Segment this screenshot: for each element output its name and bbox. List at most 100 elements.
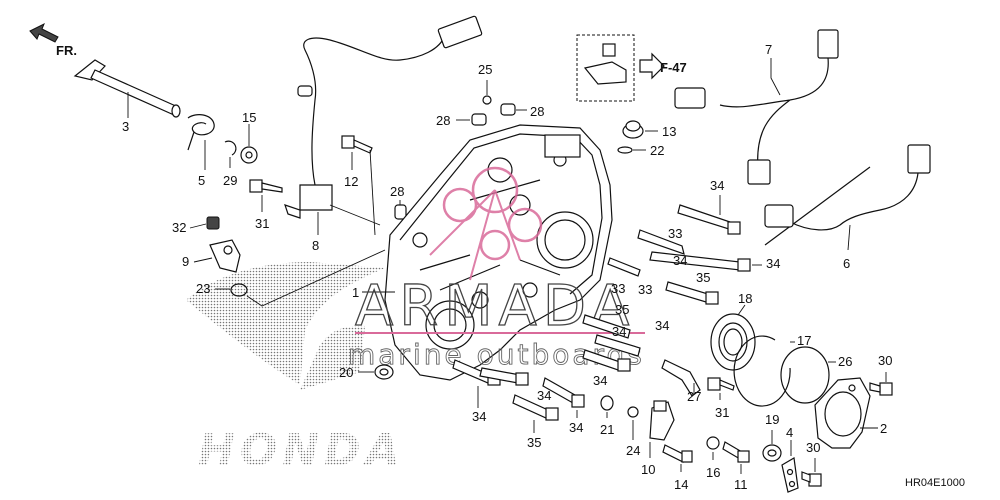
part-20-oil-seal	[374, 364, 394, 380]
callout-34-f: 34	[593, 373, 607, 388]
callout-29: 29	[223, 173, 237, 188]
part-32-bolt	[206, 216, 220, 230]
callout-24: 24	[626, 443, 640, 458]
callout-31-left: 31	[255, 216, 269, 231]
part-4-stay	[781, 457, 799, 493]
part-14-bolt	[662, 444, 693, 463]
callout-3: 3	[122, 119, 129, 134]
callout-33-b: 33	[638, 282, 652, 297]
callout-5: 5	[198, 173, 205, 188]
watermark-logo	[429, 166, 543, 281]
callout-34-h: 34	[472, 409, 486, 424]
callout-34-g: 34	[537, 388, 551, 403]
callout-2: 2	[880, 421, 887, 436]
harness-divider-line	[764, 166, 871, 246]
callout-30-upper: 30	[878, 353, 892, 368]
reference-page-label: F-47	[660, 60, 687, 75]
part-19-oil-seal	[762, 444, 782, 462]
part-23-o-ring	[230, 283, 248, 297]
callout-11: 11	[734, 477, 748, 492]
part-8-gear-position-switch	[284, 15, 483, 219]
callout-27: 27	[687, 389, 701, 404]
callout-34-b: 34	[673, 253, 687, 268]
part-26-o-ring	[780, 346, 830, 404]
callout-28-upper: 28	[530, 104, 544, 119]
part-9-sensor	[209, 239, 241, 273]
callout-4: 4	[786, 425, 793, 440]
callout-34-c: 34	[766, 256, 780, 271]
callout-33-a: 33	[668, 226, 682, 241]
part-30-bolt-upper	[869, 382, 893, 396]
part-15-washer	[240, 146, 258, 164]
part-6-wire-harness	[764, 144, 931, 231]
part-25-pin	[482, 95, 492, 105]
brand-text: HONDA	[198, 425, 405, 476]
bolt-callouts: 34 33 34 34 33 35 33 35 34 34 34 34 34 3…	[472, 178, 780, 450]
callout-35-b: 35	[615, 302, 629, 317]
callout-32: 32	[172, 220, 186, 235]
callout-10: 10	[641, 462, 655, 477]
callout-21: 21	[600, 422, 614, 437]
callout-17: 17	[797, 333, 811, 348]
callout-31-right: 31	[715, 405, 729, 420]
callout-22: 22	[650, 143, 664, 158]
callout-16: 16	[706, 465, 720, 480]
watermark-title: ARMADA	[355, 274, 635, 339]
part-18-bearing	[710, 313, 756, 371]
part-31-bolt-left	[249, 179, 283, 193]
callout-6: 6	[843, 256, 850, 271]
front-direction-arrow	[29, 22, 59, 43]
callout-7: 7	[765, 42, 772, 57]
part-16-washer	[706, 436, 720, 450]
callout-13: 13	[662, 124, 676, 139]
callout-33-c: 33	[611, 281, 625, 296]
reference-inset	[576, 34, 665, 102]
part-12-bolt	[341, 135, 373, 154]
callout-28-lower: 28	[390, 184, 404, 199]
part-5-return-spring	[187, 114, 215, 151]
part-24-washer	[627, 406, 639, 418]
part-29-circlip	[224, 140, 237, 156]
callout-23: 23	[196, 281, 210, 296]
part-27-bracket	[661, 359, 701, 397]
part-28-dowel-upper	[500, 103, 516, 116]
part-31-bolt-right	[707, 377, 735, 391]
callout-15: 15	[242, 110, 256, 125]
bolt-group	[452, 204, 751, 421]
callout-28-mid: 28	[436, 113, 450, 128]
callout-18: 18	[738, 291, 752, 306]
callout-34-e: 34	[612, 324, 626, 339]
part-10-speed-sensor	[649, 400, 675, 441]
callout-35-c: 35	[527, 435, 541, 450]
part-7-wire-harness	[674, 29, 839, 185]
part-28-dowel-mid	[471, 113, 487, 126]
callout-1: 1	[352, 285, 359, 300]
callout-9: 9	[182, 254, 189, 269]
part-21-washer	[600, 395, 614, 411]
callout-12: 12	[344, 174, 358, 189]
callout-35-a: 35	[696, 270, 710, 285]
part-3-shift-spindle	[73, 59, 181, 118]
callout-30-lower: 30	[806, 440, 820, 455]
callout-34-a: 34	[710, 178, 724, 193]
diagram-code: HR04E1000	[905, 477, 965, 489]
honda-wing-logo	[186, 262, 385, 390]
callout-14: 14	[674, 477, 688, 492]
callout-34-i: 34	[569, 420, 583, 435]
callout-20: 20	[339, 365, 353, 380]
callout-26: 26	[838, 354, 852, 369]
part-30-bolt-lower	[801, 471, 822, 487]
callout-19: 19	[765, 412, 779, 427]
callout-34-d: 34	[655, 318, 669, 333]
callout-25: 25	[478, 62, 492, 77]
part-22-washer	[617, 146, 633, 154]
part-1-crankcase-cover	[384, 124, 613, 381]
callout-8: 8	[312, 238, 319, 253]
part-28-dowel-lower	[394, 204, 407, 220]
direction-label: FR.	[56, 43, 77, 58]
part-11-bolt	[722, 441, 750, 463]
part-13-plug	[622, 120, 644, 139]
part-17-snap-ring	[733, 335, 791, 407]
